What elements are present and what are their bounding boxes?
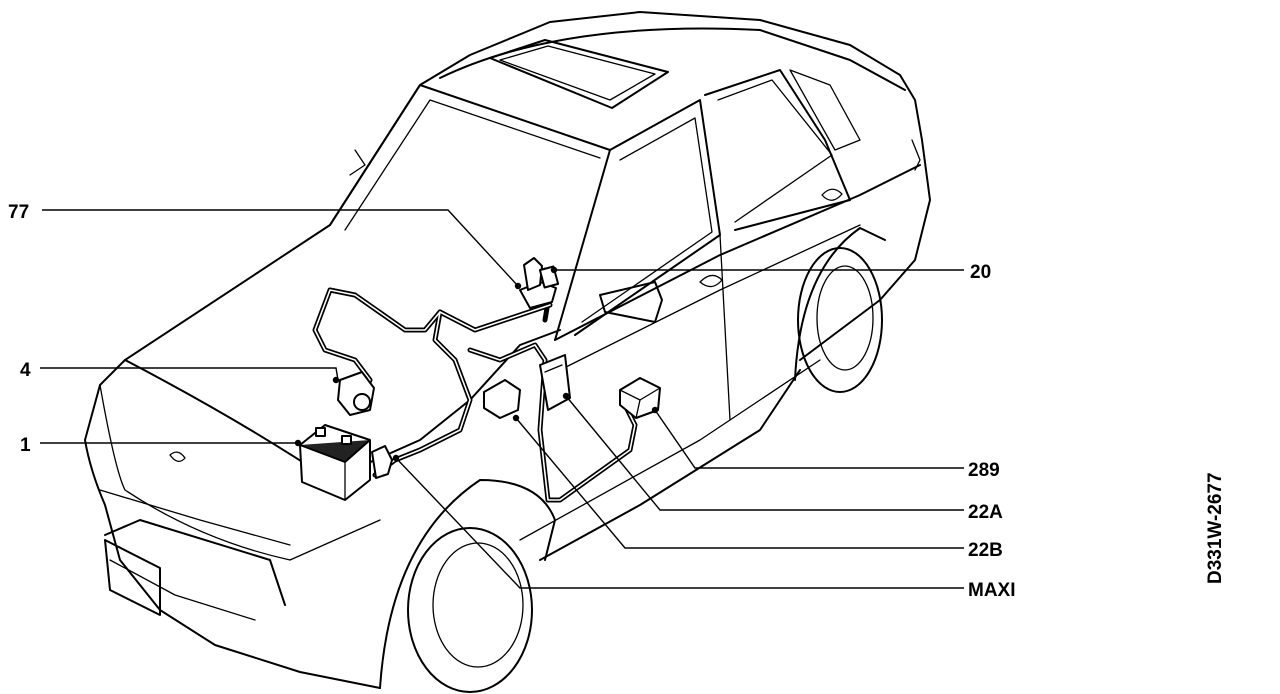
component-1-battery xyxy=(299,424,371,501)
callout-4: 4 xyxy=(20,360,31,381)
component-maxi-fuse xyxy=(371,445,393,479)
callout-77: 77 xyxy=(8,202,29,223)
component-22a xyxy=(539,354,571,411)
component-289 xyxy=(619,377,661,419)
callout-289: 289 xyxy=(968,460,1000,481)
figure-code: D331W-2677 xyxy=(1205,472,1226,584)
callout-1: 1 xyxy=(20,435,31,456)
callout-maxi: MAXI xyxy=(968,580,1016,601)
leader-lines xyxy=(40,209,964,589)
callout-22b: 22B xyxy=(968,540,1003,561)
component-22b xyxy=(483,379,521,419)
callout-20: 20 xyxy=(970,262,991,283)
component-77 xyxy=(519,257,557,309)
component-4 xyxy=(337,371,375,416)
car-body xyxy=(84,11,931,693)
callout-22a: 22A xyxy=(968,502,1003,523)
